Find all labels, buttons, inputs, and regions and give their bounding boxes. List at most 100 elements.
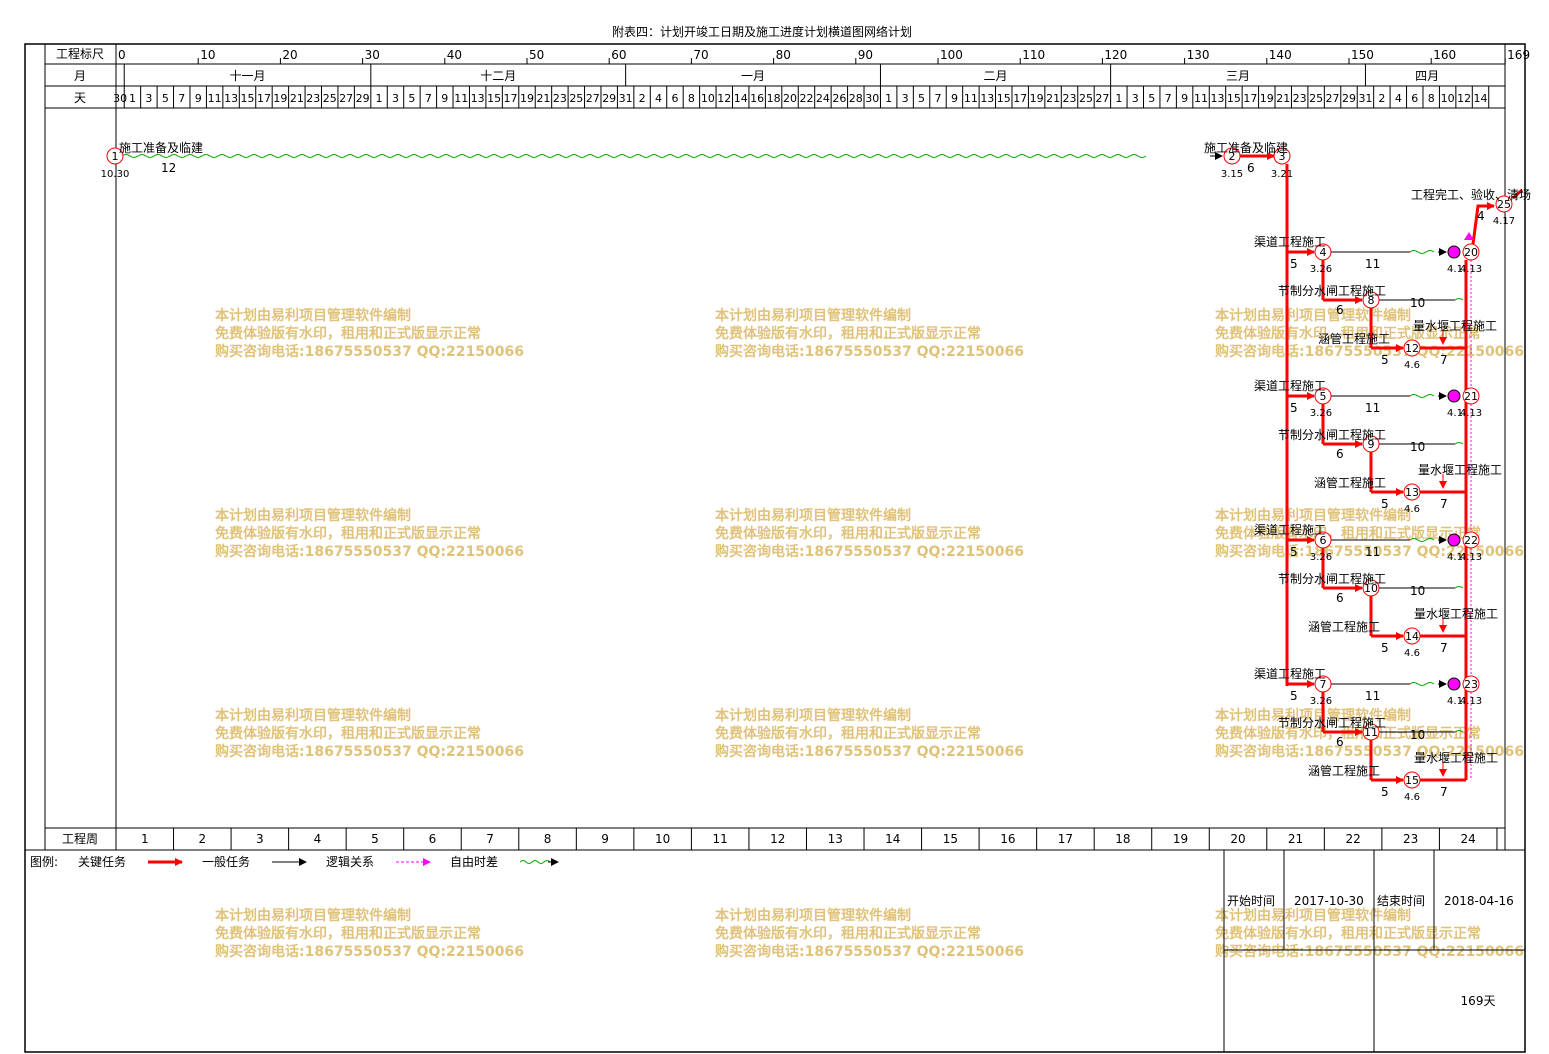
day-label: 25 <box>1309 92 1323 105</box>
node-date: 4.17 <box>1493 216 1515 227</box>
week-label: 18 <box>1115 832 1130 846</box>
legend-float-label: 自由时差 <box>450 855 498 869</box>
week-label: 21 <box>1288 832 1303 846</box>
scale-tick-label: 20 <box>282 48 297 62</box>
day-label: 19 <box>273 92 287 105</box>
legend-float-swatch <box>519 860 551 864</box>
task-name: 节制分水闸工程施工 <box>1278 571 1386 586</box>
float-line <box>1454 298 1464 301</box>
day-label: 19 <box>1260 92 1274 105</box>
task-duration: 6 <box>1336 735 1344 749</box>
task-name: 涵管工程施工 <box>1308 619 1380 634</box>
day-label: 23 <box>1063 92 1077 105</box>
week-label: 23 <box>1403 832 1418 846</box>
week-label: 13 <box>828 832 843 846</box>
day-label: 29 <box>356 92 370 105</box>
day-label: 10 <box>1441 92 1455 105</box>
task-duration: 5 <box>1381 785 1389 799</box>
day-label: 28 <box>849 92 863 105</box>
task-duration: 10 <box>1410 296 1425 310</box>
node-6 <box>1314 531 1332 549</box>
watermark-line: 本计划由易利项目管理软件编制 <box>715 907 911 924</box>
day-label: 15 <box>997 92 1011 105</box>
day-label: 27 <box>586 92 600 105</box>
node-date: 3.21 <box>1271 169 1293 180</box>
start-time-label: 开始时间 <box>1227 894 1275 908</box>
node-gate <box>1362 579 1380 597</box>
node-18 <box>1447 677 1461 691</box>
day-label: 21 <box>290 92 304 105</box>
day-label: 4 <box>1395 92 1402 105</box>
watermark-line: 免费体验版有水印，租用和正式版显示正常 <box>715 925 981 942</box>
week-label: 14 <box>885 832 900 846</box>
scale-tick-label: 130 <box>1187 48 1210 62</box>
day-label: 13 <box>1210 92 1224 105</box>
day-label: 9 <box>951 92 958 105</box>
task-duration: 7 <box>1440 497 1448 511</box>
node-number: 10 <box>1364 582 1378 595</box>
float-line-1-2 <box>121 154 1147 158</box>
week-label: 10 <box>655 832 670 846</box>
start-time-value: 2017-10-30 <box>1294 894 1364 908</box>
watermark-line: 本计划由易利项目管理软件编制 <box>215 507 411 524</box>
node-number: 21 <box>1464 390 1478 403</box>
day-label: 17 <box>257 92 271 105</box>
week-label: 9 <box>601 832 609 846</box>
task-duration: 6 <box>1247 161 1255 175</box>
footer-text: 开始时间 2017-10-30 结束时间 2018-04-16 169天 <box>1227 894 1514 1008</box>
node-22 <box>1462 531 1480 549</box>
day-label: 31 <box>1358 92 1372 105</box>
month-label: 四月 <box>1415 69 1439 83</box>
task-name: 施工准备及临建 <box>1204 141 1288 155</box>
day-label: 7 <box>935 92 942 105</box>
watermark-line: 购买咨询电话:18675550537 QQ:22150066 <box>1215 543 1524 560</box>
node-1 <box>106 147 124 165</box>
task-duration: 5 <box>1290 545 1298 559</box>
watermark-line: 本计划由易利项目管理软件编制 <box>715 507 911 524</box>
node-number: 4 <box>1320 246 1327 259</box>
node-date: 4.1 <box>1447 408 1463 419</box>
task-duration: 5 <box>1290 257 1298 271</box>
arrow-20-25 <box>1471 202 1495 245</box>
node-date: 4.6 <box>1404 792 1420 803</box>
week-label: 8 <box>544 832 552 846</box>
day-label: 1 <box>129 92 136 105</box>
node-date: 4.6 <box>1404 648 1420 659</box>
day-label: 13 <box>224 92 238 105</box>
scale-tick-label: 140 <box>1269 48 1292 62</box>
day-label: 23 <box>306 92 320 105</box>
month-label: 三月 <box>1226 69 1250 83</box>
float-line <box>1409 538 1435 542</box>
page-title: 附表四：计划开竣工日期及施工进度计划横道图网络计划 <box>612 24 912 39</box>
week-label: 12 <box>770 832 785 846</box>
task-duration: 6 <box>1336 303 1344 317</box>
watermark-line: 本计划由易利项目管理软件编制 <box>715 307 911 324</box>
day-label: 7 <box>425 92 432 105</box>
node-number: 14 <box>1405 630 1419 643</box>
day-label: 8 <box>688 92 695 105</box>
legend-label: 图例: <box>30 855 58 869</box>
total-duration: 169天 <box>1461 994 1496 1008</box>
legend-critical-label: 关键任务 <box>78 854 126 869</box>
watermark-line: 免费体验版有水印，租用和正式版显示正常 <box>215 725 481 742</box>
node-23 <box>1462 675 1480 693</box>
week-label: 17 <box>1058 832 1073 846</box>
watermark-line: 购买咨询电话:18675550537 QQ:22150066 <box>215 943 524 960</box>
node-number: 23 <box>1464 678 1478 691</box>
day-label: 27 <box>1095 92 1109 105</box>
watermark-line: 免费体验版有水印，租用和正式版显示正常 <box>715 325 981 342</box>
month-label: 十二月 <box>480 69 516 83</box>
day-label: 14 <box>734 92 748 105</box>
day-label: 27 <box>339 92 353 105</box>
task-name: 渠道工程施工 <box>1254 234 1326 249</box>
day-label: 30 <box>113 92 127 105</box>
day-label: 25 <box>323 92 337 105</box>
node-15 <box>1403 771 1421 789</box>
day-label: 7 <box>1165 92 1172 105</box>
node-12 <box>1403 339 1421 357</box>
node-date: 4.6 <box>1404 504 1420 515</box>
day-label: 13 <box>471 92 485 105</box>
week-label: 7 <box>486 832 494 846</box>
float-line <box>1454 442 1464 445</box>
task-name: 量水堰工程施工 <box>1414 750 1498 765</box>
